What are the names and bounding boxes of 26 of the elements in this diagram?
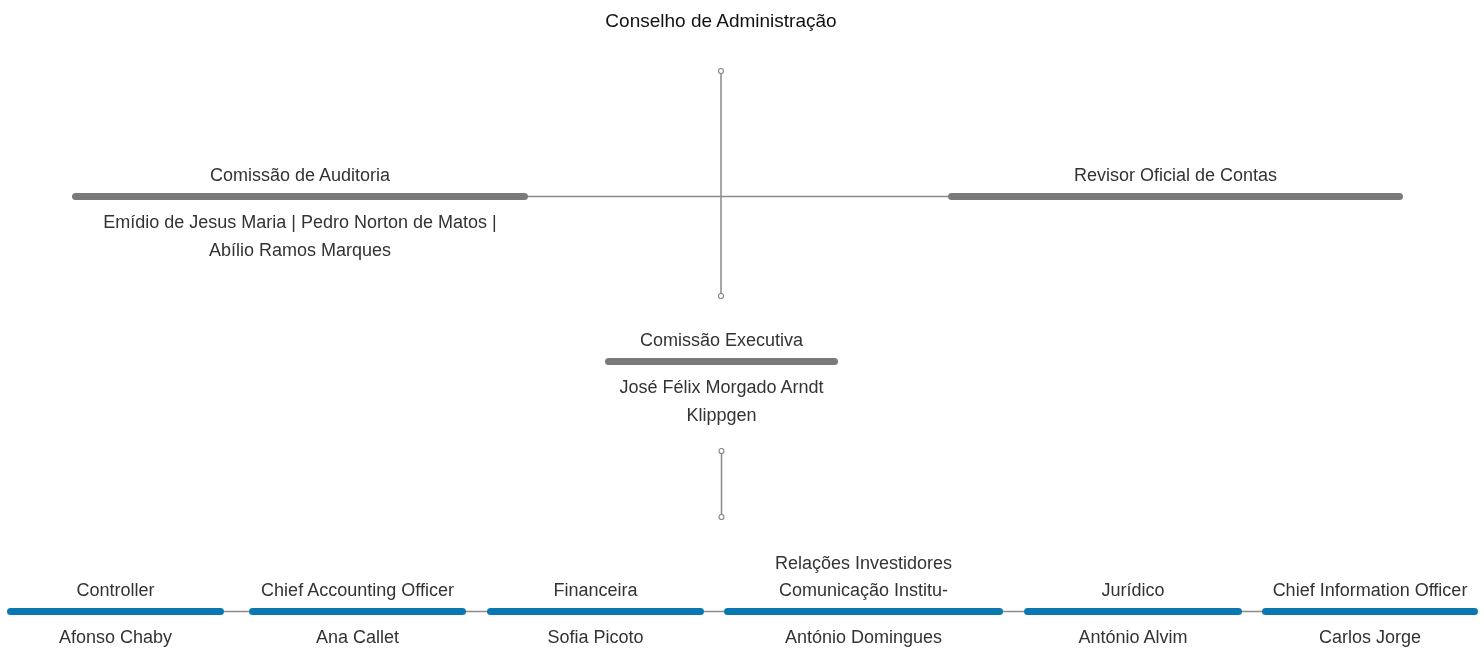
connector-line bbox=[718, 447, 725, 521]
connector-line bbox=[465, 610, 488, 613]
unit-title: Controller bbox=[76, 579, 155, 602]
member-names: Carlos Jorge bbox=[1318, 627, 1421, 647]
member-names: José Félix Morgado Arndt Klippgen bbox=[619, 377, 824, 425]
connector-line bbox=[703, 610, 725, 613]
unit-title: Revisor Oficial de Contas bbox=[1073, 164, 1278, 187]
board-title: Conselho de Administração bbox=[571, 6, 871, 35]
connector-line bbox=[1002, 610, 1025, 613]
connector-line bbox=[717, 67, 725, 300]
unit-title: Chief Information Officer bbox=[1272, 579, 1468, 602]
unit-title: Chief Accounting Officer bbox=[261, 579, 454, 602]
member-names: António Domingues bbox=[784, 627, 943, 647]
member-names: Sofia Picoto bbox=[547, 627, 644, 647]
unit-title: Financeira bbox=[553, 579, 638, 602]
member-names: Emídio de Jesus Maria | Pedro Norton de Matos | Abílio Ramos Marques bbox=[103, 212, 497, 260]
member-names: António Alvim bbox=[1078, 627, 1188, 647]
unit-title: Comissão Executiva bbox=[639, 329, 804, 352]
unit-title: Jurídico bbox=[1101, 579, 1165, 602]
connector-line bbox=[223, 610, 250, 613]
unit-title: Comissão de Auditoria bbox=[209, 164, 391, 187]
member-names: Afonso Chaby bbox=[58, 627, 173, 647]
unit-title: Relações Investidores Comunicação Institu- bbox=[773, 552, 954, 602]
member-names: Ana Callet bbox=[315, 627, 400, 647]
connector-line bbox=[1241, 610, 1263, 613]
connector-line bbox=[527, 195, 949, 198]
